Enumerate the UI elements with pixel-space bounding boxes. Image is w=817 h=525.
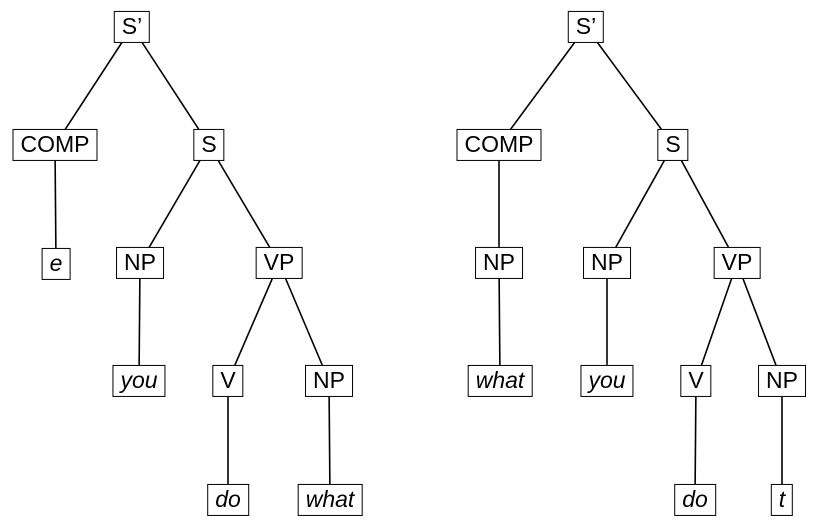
tree-node-left-tree-np1: NP <box>116 246 164 280</box>
tree-node-right-tree-do: do <box>674 483 716 517</box>
tree-edge-left-tree-np2-what <box>328 380 331 501</box>
tree-edge-left-tree-sbar-s <box>131 26 210 146</box>
tree-node-left-tree-e: e <box>41 247 71 281</box>
tree-node-right-tree-sbar: S’ <box>567 10 605 44</box>
tree-node-left-tree-comp: COMP <box>12 128 98 162</box>
tree-edge-right-tree-vp-np2 <box>736 262 783 382</box>
tree-node-right-tree-v: V <box>680 364 712 398</box>
tree-edge-left-tree-vp-v <box>227 262 280 382</box>
tree-edge-right-tree-s-np1 <box>606 144 674 264</box>
tree-edge-right-tree-sbar-s <box>585 26 674 146</box>
tree-node-right-tree-you: you <box>580 364 634 398</box>
tree-node-left-tree-vp: VP <box>255 246 303 280</box>
tree-edge-right-tree-s-vp <box>672 144 738 264</box>
tree-node-right-tree-np0: NP <box>475 246 523 280</box>
tree-edge-left-tree-comp-e <box>54 144 57 265</box>
tree-edge-left-tree-np1-you <box>138 262 141 382</box>
tree-edge-left-tree-s-np1 <box>139 144 210 264</box>
tree-edge-right-tree-vp-v <box>695 262 738 382</box>
tree-node-left-tree-v: V <box>212 364 244 398</box>
tree-edge-right-tree-sbar-comp <box>498 26 587 146</box>
tree-node-right-tree-t: t <box>770 483 794 517</box>
tree-edge-left-tree-sbar-comp <box>54 26 133 146</box>
tree-node-left-tree-you: you <box>112 364 166 398</box>
tree-node-left-tree-sbar: S’ <box>113 10 151 44</box>
tree-node-right-tree-comp: COMP <box>456 128 542 162</box>
tree-node-right-tree-np1: NP <box>583 246 631 280</box>
tree-node-right-tree-s: S <box>657 128 689 162</box>
tree-node-left-tree-s: S <box>193 128 225 162</box>
tree-node-left-tree-np2: NP <box>305 364 353 398</box>
tree-edge-left-tree-s-vp <box>208 144 280 264</box>
tree-node-left-tree-do: do <box>207 483 249 517</box>
tree-node-right-tree-np2: NP <box>758 364 806 398</box>
tree-node-right-tree-vp: VP <box>713 246 761 280</box>
tree-edge-left-tree-vp-np2 <box>278 262 330 382</box>
tree-node-right-tree-what: what <box>467 364 533 398</box>
tree-edge-right-tree-v-do <box>694 380 697 501</box>
tree-node-left-tree-what: what <box>297 483 363 517</box>
tree-edge-right-tree-np0-what <box>498 262 501 382</box>
